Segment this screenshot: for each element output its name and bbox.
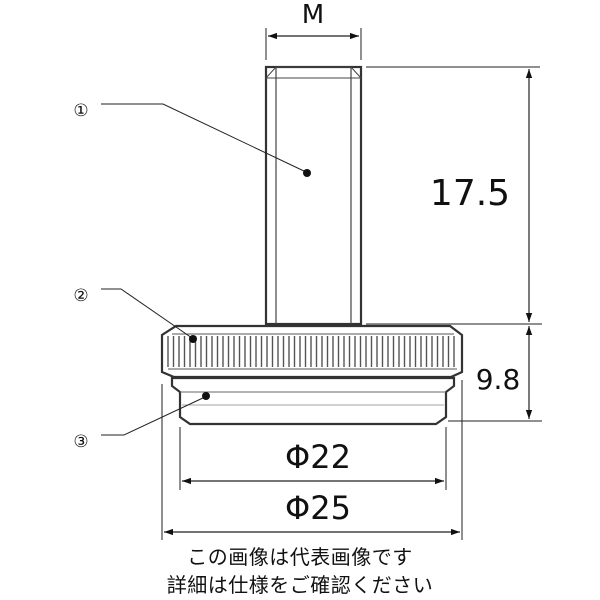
- inner-diameter-dimension: Φ22: [179, 427, 447, 490]
- outer-diameter-label: Φ25: [285, 489, 351, 527]
- outer-diameter-dimension: Φ25: [161, 380, 463, 540]
- base-height-dimension: 9.8: [448, 326, 542, 422]
- caption-representative-image: この画像は代表画像です: [187, 545, 413, 569]
- base-body: [170, 376, 456, 426]
- base-height-label: 9.8: [476, 363, 521, 396]
- stud-length-label: 17.5: [430, 173, 510, 214]
- callout-3-label: ③: [73, 432, 88, 452]
- callout-3: ③: [73, 392, 210, 452]
- callout-1-label: ①: [73, 101, 88, 121]
- callout-2-label: ②: [73, 286, 88, 306]
- stud-length-dimension: 17.5: [366, 66, 542, 325]
- thread-label: M: [302, 0, 324, 30]
- knurled-ring: [160, 324, 464, 379]
- threaded-stud: [264, 65, 363, 326]
- inner-diameter-label: Φ22: [285, 438, 351, 476]
- thread-dimension: M: [265, 0, 362, 60]
- caption-check-specifications: 詳細は仕様をご確認ください: [166, 573, 434, 597]
- callout-2: ②: [73, 286, 197, 343]
- callout-1: ①: [73, 101, 311, 177]
